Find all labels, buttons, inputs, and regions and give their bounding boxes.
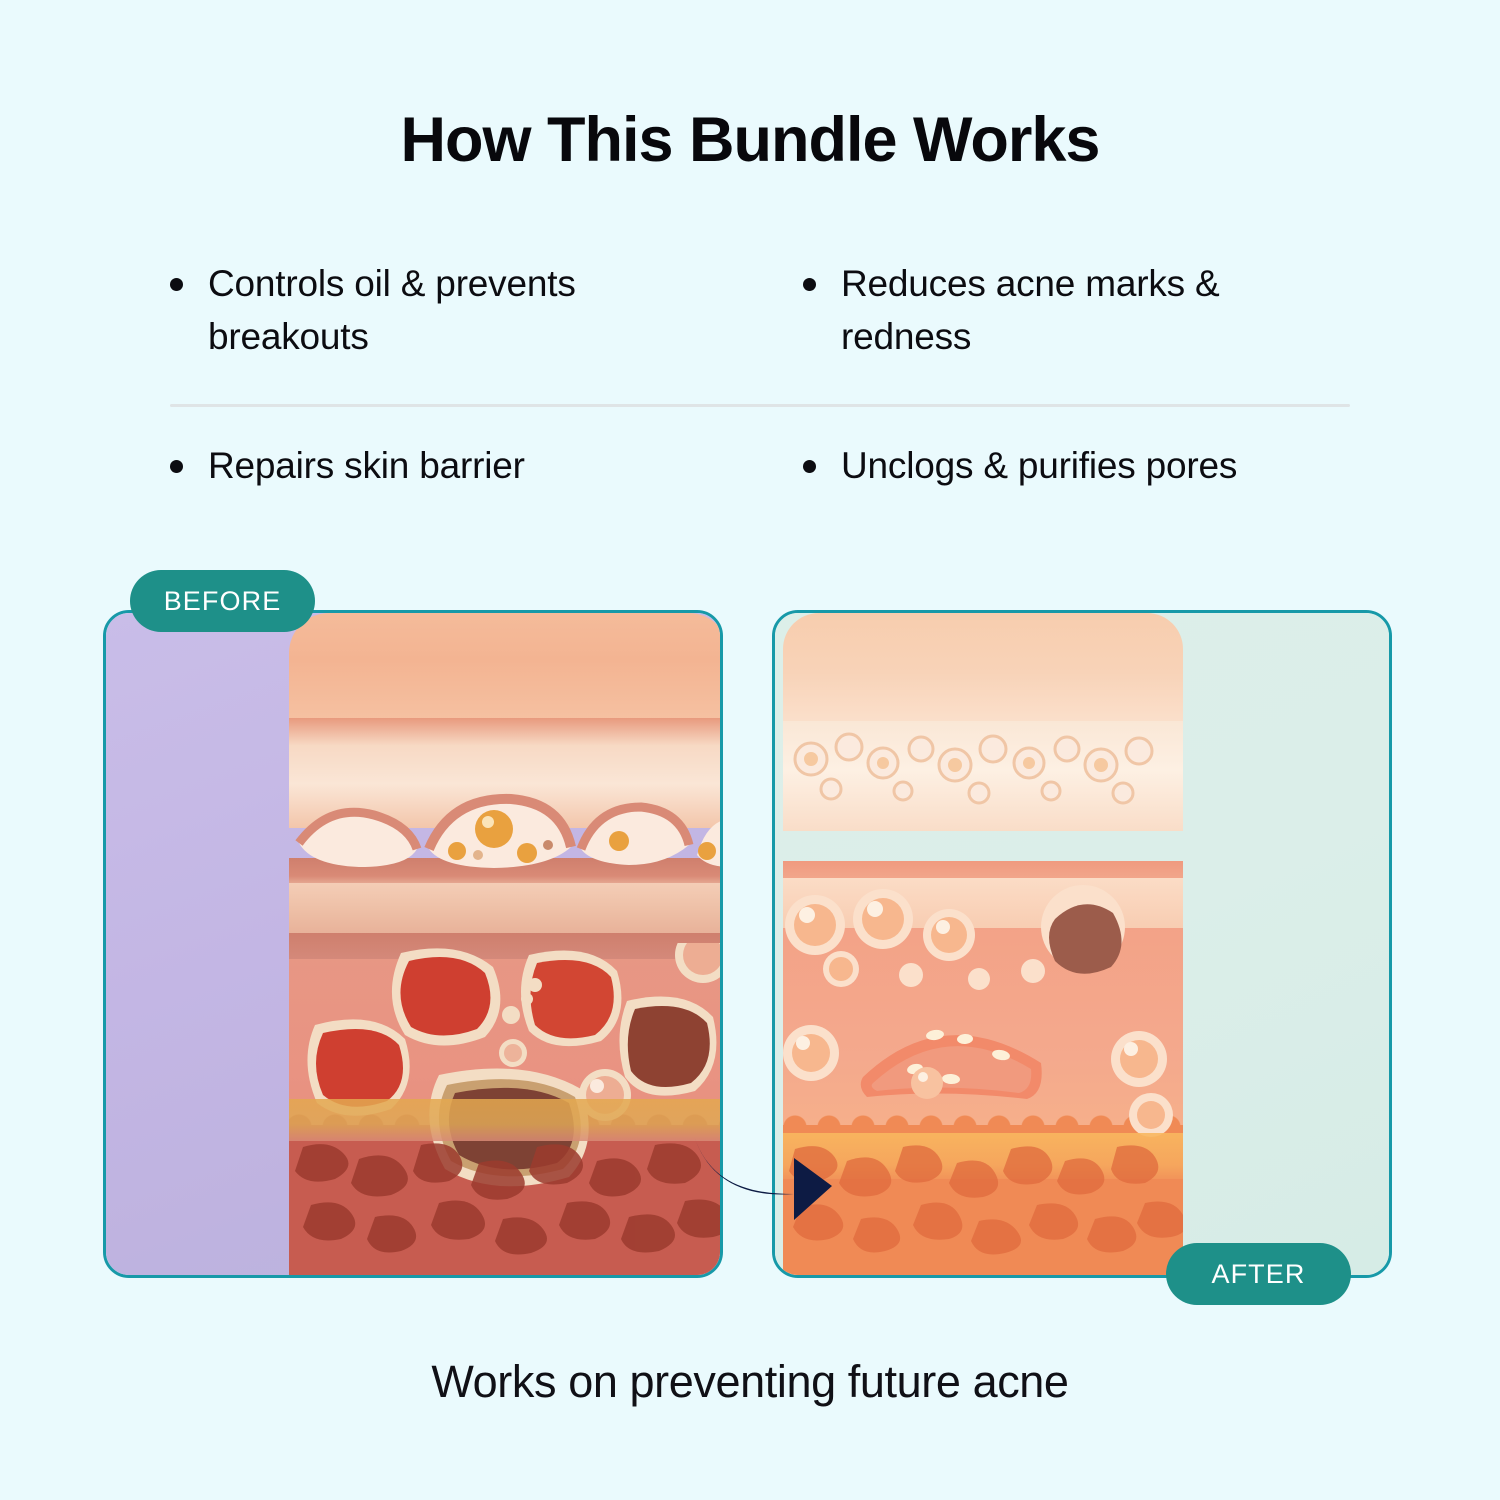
before-fat-tissue-texture-icon xyxy=(295,1143,720,1255)
before-follicle-group-icon xyxy=(295,793,720,868)
bullet-dot-icon xyxy=(803,460,816,473)
benefit-item-repairs-barrier: Repairs skin barrier xyxy=(170,440,760,493)
benefits-row-1: Controls oil & prevents breakouts Reduce… xyxy=(170,258,1350,363)
benefit-label: Repairs skin barrier xyxy=(208,445,525,486)
benefits-list: Controls oil & prevents breakouts Reduce… xyxy=(170,258,1350,363)
benefits-divider xyxy=(170,404,1350,407)
bullet-dot-icon xyxy=(170,460,183,473)
benefit-label: Unclogs & purifies pores xyxy=(841,445,1238,486)
benefit-label: Controls oil & prevents breakouts xyxy=(208,263,576,357)
after-panel xyxy=(772,610,1392,1278)
footer-caption: Works on preventing future acne xyxy=(431,1356,1069,1407)
benefit-item-reduces-acne-marks: Reduces acne marks & redness xyxy=(760,258,1350,363)
benefit-label: Reduces acne marks & redness xyxy=(841,263,1220,357)
after-skin-illustration xyxy=(783,613,1183,1275)
after-fat-tissue-texture-icon xyxy=(789,1145,1183,1255)
page-title: How This Bundle Works xyxy=(400,105,1101,175)
after-follicle-group-icon xyxy=(793,732,1154,805)
after-healing-lesions-icon xyxy=(783,885,1173,1137)
before-skin-illustration xyxy=(289,613,720,1275)
before-panel xyxy=(103,610,723,1278)
arrow-right-icon xyxy=(694,1136,832,1220)
after-badge: AFTER xyxy=(1166,1243,1351,1305)
benefits-row-2: Repairs skin barrier Unclogs & purifies … xyxy=(170,440,1350,493)
benefit-item-controls-oil: Controls oil & prevents breakouts xyxy=(170,258,760,363)
bullet-dot-icon xyxy=(803,278,816,291)
bullet-dot-icon xyxy=(170,278,183,291)
before-badge: BEFORE xyxy=(130,570,315,632)
benefit-item-unclogs-pores: Unclogs & purifies pores xyxy=(760,440,1350,493)
